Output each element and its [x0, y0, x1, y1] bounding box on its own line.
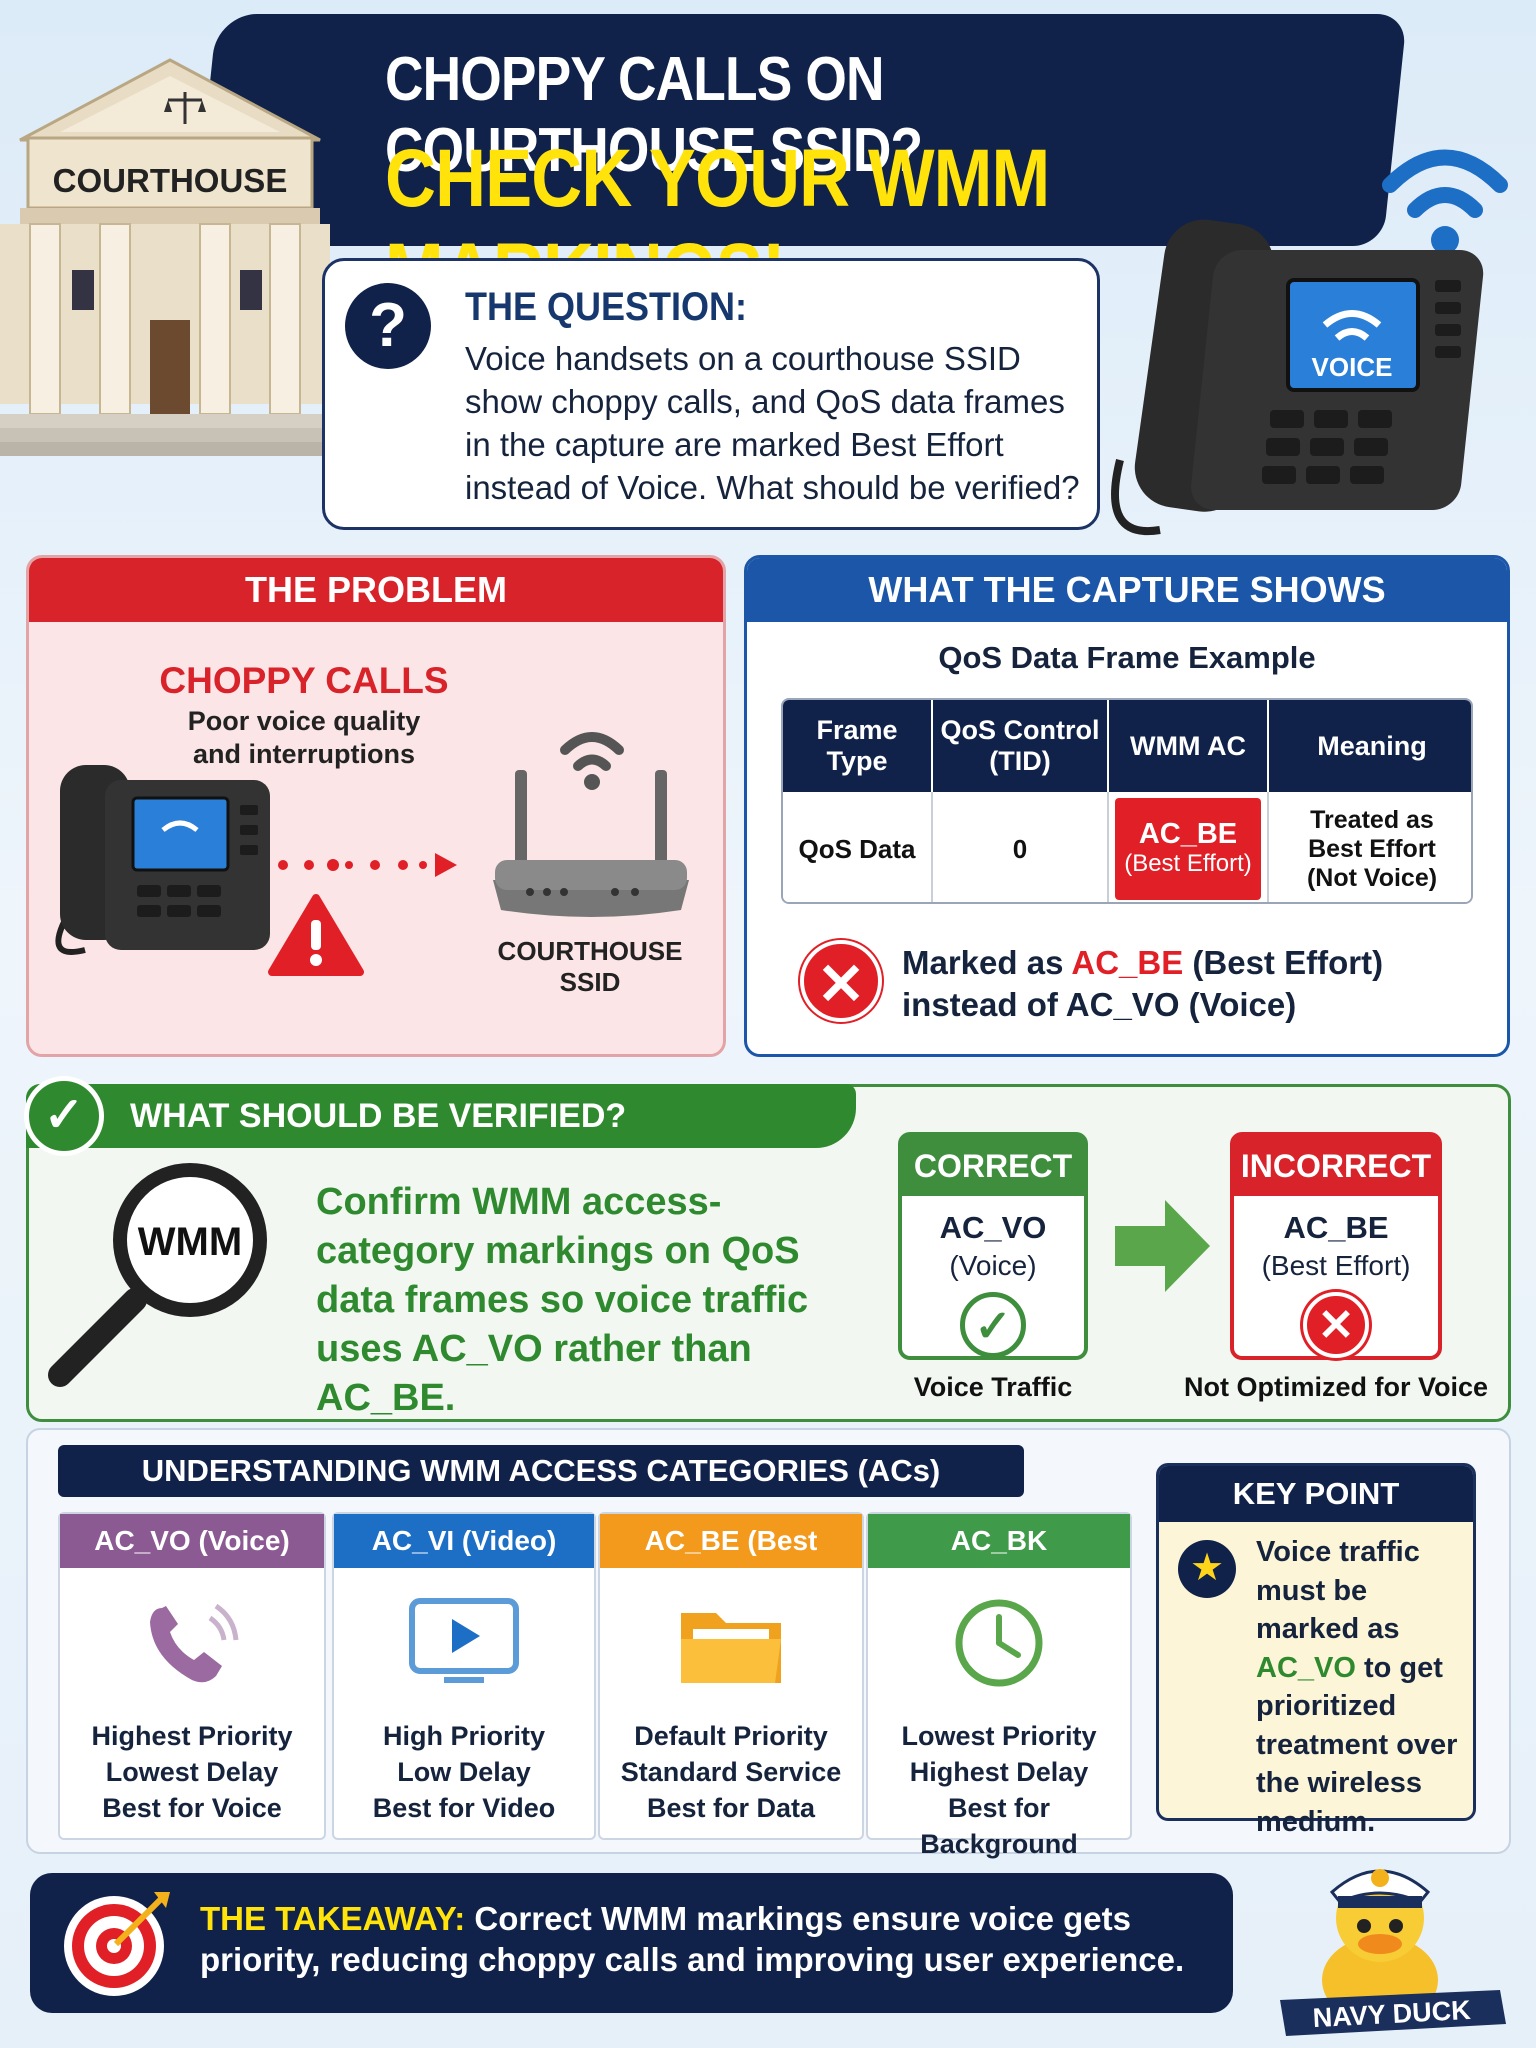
table-ac-value: AC_BE — [1138, 818, 1238, 850]
star-icon: ★ — [1178, 1540, 1236, 1598]
choppy-calls-subtext: Poor voice quality and interruptions — [26, 705, 582, 771]
category-name: AC_VO (Voice) — [60, 1514, 324, 1568]
choppy-calls-headline: CHOPPY CALLS — [159, 660, 449, 701]
correct-value: AC_VO — [939, 1210, 1047, 1245]
wifi-icon — [1382, 149, 1508, 254]
takeaway-banner — [30, 1873, 1233, 2013]
folder-icon — [600, 1568, 862, 1718]
correct-sub: (Voice) — [949, 1250, 1037, 1281]
right-arrow-icon — [1115, 1200, 1210, 1292]
category-line1: Default Priority — [634, 1721, 828, 1751]
correct-label: Voice Traffic — [913, 1372, 1073, 1402]
table-header-meaning: Meaning — [1269, 700, 1471, 792]
categories-title: UNDERSTANDING WMM ACCESS CATEGORIES (ACs… — [58, 1445, 1024, 1497]
table-header-tid: QoS Control (TID) — [933, 700, 1109, 792]
magnifier-icon: WMM — [48, 1163, 267, 1387]
video-play-icon — [334, 1568, 594, 1718]
category-line3: Best for Video — [372, 1793, 556, 1823]
verify-title: WHAT SHOULD BE VERIFIED? — [26, 1084, 856, 1148]
table-cell-frame-type: QoS Data — [783, 792, 933, 902]
question-box — [322, 258, 1100, 530]
svg-text:WMM: WMM — [138, 1220, 242, 1264]
category-line2: Low Delay — [397, 1757, 531, 1787]
category-line3: Best for Background — [920, 1793, 1078, 1859]
takeaway-body: Correct WMM markings ensure voice gets p… — [200, 1900, 1185, 1978]
category-line1: Highest Priority — [91, 1721, 293, 1751]
table-header-frame-type: Frame Type — [783, 700, 933, 792]
header-title-line1: CHOPPY CALLS ON COURTHOUSE SSID? — [385, 45, 923, 185]
category-line2: Standard Service — [620, 1757, 842, 1787]
category-line3: Best for Voice — [102, 1793, 282, 1823]
question-text: Voice handsets on a courthouse SSID show… — [465, 340, 1080, 506]
takeaway-text: THE TAKEAWAY: Correct WMM markings ensur… — [200, 1898, 1210, 1980]
incorrect-label: Not Optimized for Voice — [1183, 1372, 1488, 1402]
category-line1: High Priority — [382, 1721, 545, 1751]
marking-note-line2: instead of AC_VO (Voice) — [902, 986, 1297, 1023]
category-line2: Lowest Delay — [105, 1757, 279, 1787]
scales-icon — [164, 92, 206, 124]
correct-head: CORRECT — [902, 1136, 1084, 1196]
key-point-title: KEY POINT — [1159, 1466, 1473, 1522]
table-header-wmm-ac: WMM AC — [1109, 700, 1269, 792]
takeaway-label: THE TAKEAWAY: — [200, 1900, 466, 1937]
key-point-text: Voice traffic must be marked as AC_VO to… — [1256, 1533, 1466, 1841]
phone-icon — [60, 1568, 324, 1718]
warning-icon — [268, 894, 364, 976]
category-line1: Lowest Priority — [901, 1721, 1097, 1751]
marking-note-ac: AC_BE — [1071, 944, 1184, 981]
navy-duck-mascot: NAVY DUCK — [1280, 1869, 1506, 2036]
category-line2: Highest Delay — [909, 1757, 1089, 1787]
category-name: AC_BK (Background) — [868, 1514, 1130, 1610]
router-illustration — [493, 732, 689, 917]
table-cell-meaning: Treated as Best Effort (Not Voice) — [1269, 792, 1471, 902]
check-icon: ✓ — [24, 1076, 104, 1156]
marking-note: Marked as AC_BE (Best Effort) instead of… — [902, 942, 1482, 1026]
small-phone-illustration — [55, 765, 270, 955]
key-point-post: to get prioritized treatment over the wi… — [1256, 1651, 1458, 1838]
key-point-ac: AC_VO — [1256, 1651, 1356, 1684]
question-title: THE QUESTION: — [465, 285, 748, 329]
signal-dotted-arrow — [278, 853, 457, 877]
voip-phone-illustration: VOICE — [1111, 219, 1484, 536]
target-icon — [64, 1892, 170, 1996]
clock-icon — [868, 1568, 1130, 1718]
capture-subtitle: QoS Data Frame Example — [938, 640, 1316, 675]
problem-title: THE PROBLEM — [29, 558, 723, 622]
correct-card: CORRECT AC_VO (Voice) ✓ — [898, 1132, 1088, 1360]
question-mark-icon: ? — [345, 283, 431, 369]
table-cell-tid: 0 — [933, 792, 1109, 902]
error-x-icon: ✕ — [800, 940, 882, 1022]
incorrect-head: INCORRECT — [1234, 1136, 1438, 1196]
choppy-sub-line2: and interruptions — [193, 739, 415, 769]
incorrect-value: AC_BE — [1283, 1210, 1389, 1245]
courthouse-illustration: COURTHOUSE — [0, 58, 330, 456]
qos-frame-table: Frame Type QoS Control (TID) WMM AC Mean… — [781, 698, 1473, 904]
incorrect-card: INCORRECT AC_BE (Best Effort) ✕ — [1230, 1132, 1442, 1360]
svg-text:COURTHOUSE: COURTHOUSE — [53, 162, 288, 199]
marking-note-mid: (Best Effort) — [1183, 944, 1384, 981]
incorrect-sub: (Best Effort) — [1261, 1250, 1411, 1281]
choppy-sub-line1: Poor voice quality — [187, 706, 421, 736]
table-ac-sub: (Best Effort) — [1124, 850, 1252, 877]
marking-note-pre: Marked as — [902, 944, 1072, 981]
table-cell-wmm-ac: AC_BE (Best Effort) — [1109, 792, 1269, 902]
key-point-pre: Voice traffic must be marked as — [1256, 1536, 1420, 1645]
category-name: AC_VI (Video) — [334, 1514, 594, 1568]
category-line3: Best for Data — [646, 1793, 816, 1823]
verify-text: Confirm WMM access-category markings on … — [316, 1181, 809, 1419]
capture-title: WHAT THE CAPTURE SHOWS — [747, 558, 1507, 622]
courthouse-ssid-label: COURTHOUSE SSID — [497, 936, 683, 997]
svg-text:VOICE: VOICE — [1312, 352, 1393, 382]
incorrect-x-icon: ✕ — [1303, 1292, 1369, 1358]
key-point-box: KEY POINT — [1156, 1463, 1476, 1821]
category-name: AC_BE (Best Effort) — [600, 1514, 862, 1610]
correct-check-icon: ✓ — [960, 1292, 1026, 1358]
